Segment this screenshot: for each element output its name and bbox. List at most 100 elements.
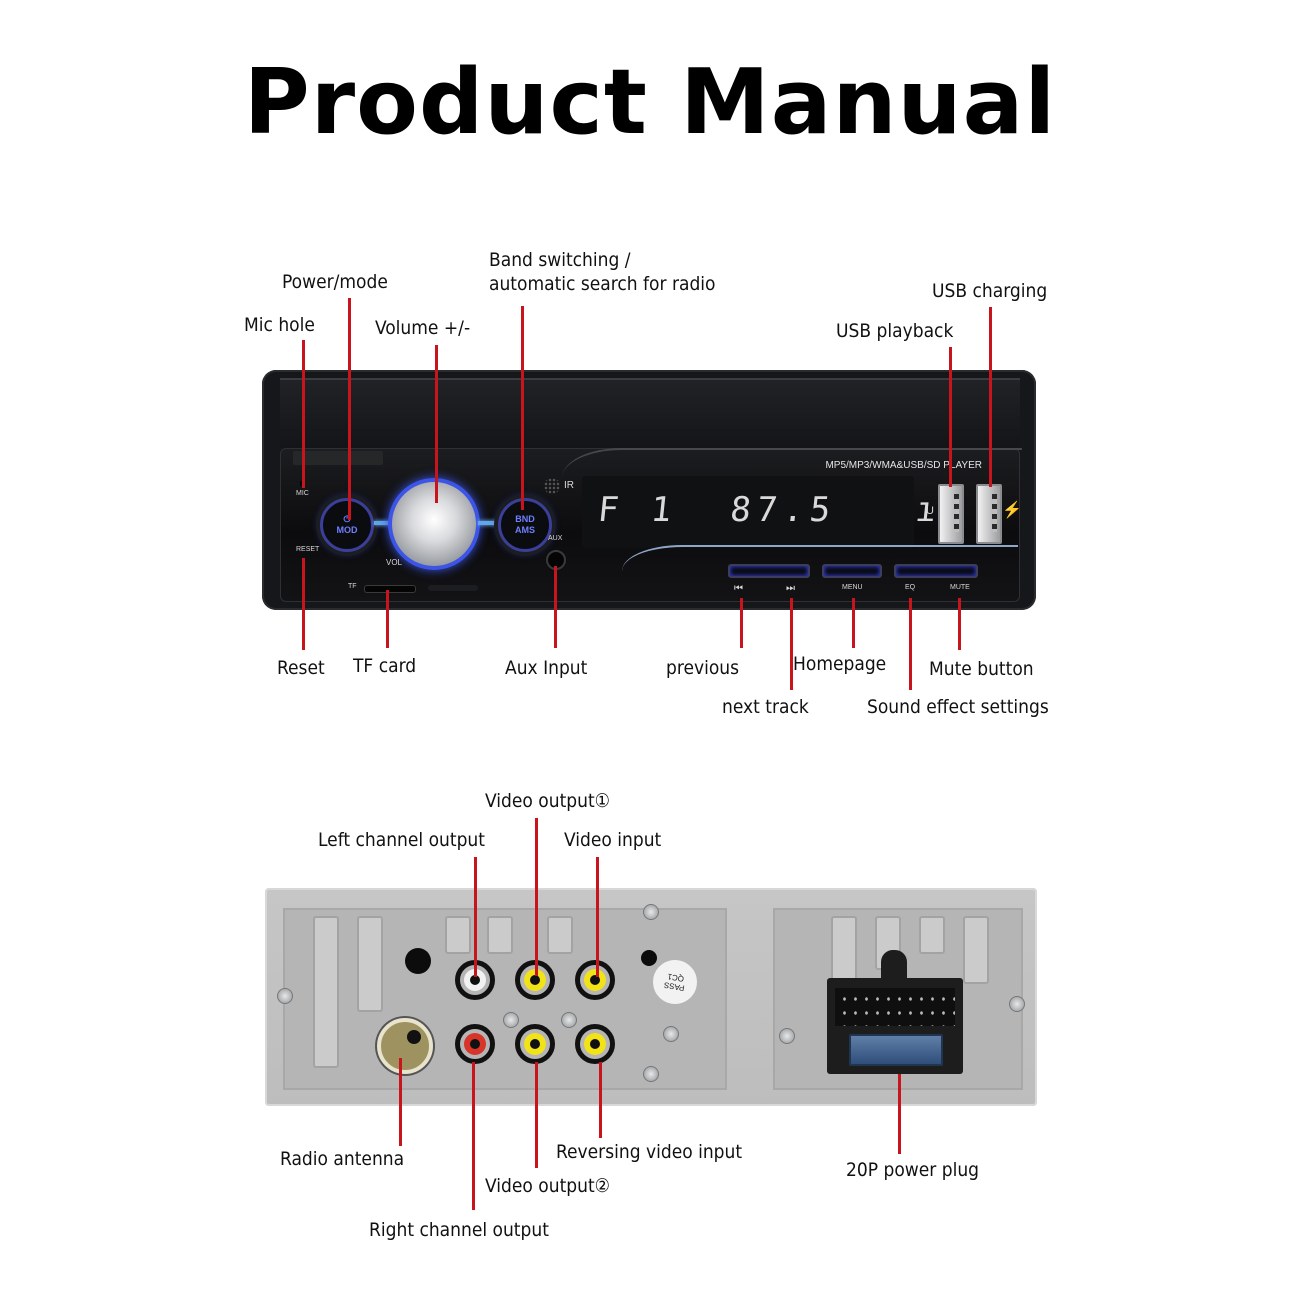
leader-menu [852, 598, 855, 648]
leader-reversing-video [599, 1062, 602, 1138]
radio-antenna-jack[interactable] [377, 1018, 433, 1074]
heatsink-fin [831, 916, 857, 984]
reset-text: RESET [296, 546, 320, 553]
rca-reversing-video-input[interactable] [575, 1024, 615, 1064]
front-slot [293, 451, 383, 465]
previous-icon: ⏮ [734, 583, 743, 594]
leader-video-output-1 [535, 818, 538, 976]
leader-20p-power-plug [898, 1074, 901, 1154]
label-video-input: Video input [564, 829, 662, 851]
rca-right-channel[interactable] [455, 1024, 495, 1064]
mount-hole [641, 950, 657, 966]
leader-eq [909, 598, 912, 690]
label-20p-power-plug: 20P power plug [846, 1159, 980, 1181]
label-left-channel-output: Left channel output [318, 829, 485, 851]
label-radio-antenna: Radio antenna [280, 1148, 405, 1170]
eq-mute-button[interactable] [894, 564, 978, 578]
label-band-switching-2: automatic search for radio [489, 273, 716, 295]
screw [643, 1066, 659, 1082]
bnd-ams-button[interactable]: BND AMS [498, 498, 552, 552]
heatsink-fin [313, 916, 339, 1068]
20p-power-connector[interactable] [827, 950, 963, 1074]
rca-video-output-2[interactable] [515, 1024, 555, 1064]
player-label: MP5/MP3/WMA&USB/SD PLAYER [825, 460, 982, 471]
label-tf-card: TF card [353, 655, 417, 677]
leader-mute [958, 598, 961, 650]
label-aux-input: Aux Input [505, 657, 588, 679]
rear-panel: PASS QC1 [265, 888, 1037, 1106]
label-homepage: Homepage [793, 653, 887, 675]
screw [779, 1028, 795, 1044]
screw [503, 1012, 519, 1028]
tf-text: TF [348, 583, 357, 590]
fuse [849, 1034, 943, 1066]
heatsink-fin [547, 916, 573, 954]
light-bar-left [374, 521, 390, 525]
page-title: Product Manual [243, 50, 1057, 155]
mount-hole [405, 948, 431, 974]
menu-button[interactable] [822, 564, 882, 578]
volume-knob[interactable] [388, 478, 480, 570]
leader-next [790, 598, 793, 690]
bnd-text: BND [515, 514, 535, 524]
label-next-track: next track [722, 696, 809, 718]
prev-next-button[interactable] [728, 564, 810, 578]
leader-usb-playback [949, 347, 952, 487]
eq-text: EQ [905, 584, 916, 591]
front-top-band [280, 378, 1020, 448]
screw [663, 1026, 679, 1042]
ams-text: AMS [515, 525, 535, 535]
leader-band [521, 306, 524, 510]
leader-previous [740, 598, 743, 648]
heatsink-fin [487, 916, 513, 954]
label-usb-charging: USB charging [932, 280, 1048, 302]
ir-sensor-icon [544, 478, 560, 494]
label-reversing-video-input: Reversing video input [556, 1141, 743, 1163]
usb-u-text: U [926, 505, 934, 517]
label-band-switching-1: Band switching / [489, 249, 631, 271]
vol-text: VOL [386, 558, 403, 567]
lcd-display: F 1 87.5 ı [582, 476, 944, 548]
leader-tf [386, 590, 389, 648]
menu-text: MENU [842, 584, 863, 591]
label-video-output-2: Video output② [485, 1175, 610, 1197]
rca-video-input[interactable] [575, 960, 615, 1000]
panel-swoosh [622, 545, 1018, 577]
aux-text: AUX [548, 535, 563, 542]
front-panel: MIC RESET ⏻ MOD VOL BND AMS IR AUX F 1 8… [262, 370, 1036, 610]
usb-charging-port[interactable] [976, 484, 1002, 544]
label-mic-hole: Mic hole [244, 314, 315, 336]
leader-radio-antenna [399, 1058, 402, 1146]
leader-usb-charging [989, 307, 992, 487]
charging-bolt-icon: ⚡ [1002, 502, 1022, 519]
leader-video-input [596, 857, 599, 977]
power-icon: ⏻ [343, 514, 351, 524]
leader-reset [302, 558, 305, 650]
front-curve [562, 448, 1022, 490]
screw [561, 1012, 577, 1028]
leader-aux [554, 566, 557, 648]
leader-mic [302, 340, 305, 488]
usb-playback-port[interactable] [938, 484, 964, 544]
tf-card-slot[interactable] [364, 585, 416, 593]
screw [1009, 996, 1025, 1012]
light-bar-right [478, 521, 500, 525]
leader-right-channel [472, 1062, 475, 1210]
label-reset: Reset [277, 657, 325, 679]
label-power-mode: Power/mode [282, 271, 388, 293]
screw [643, 904, 659, 920]
connector-pins [835, 988, 955, 1026]
label-mute-button: Mute button [929, 658, 1034, 680]
label-volume: Volume +/- [375, 317, 471, 339]
mod-button[interactable]: ⏻ MOD [320, 498, 374, 552]
mod-text: MOD [336, 525, 358, 535]
label-right-channel-output: Right channel output [369, 1219, 549, 1241]
heatsink-fin [445, 916, 471, 954]
leader-video-output-2 [535, 1062, 538, 1168]
dummy-slot [428, 585, 478, 591]
leader-power [348, 298, 351, 520]
label-previous: previous [666, 657, 740, 679]
heatsink-fin [357, 916, 383, 1012]
leader-volume [435, 345, 438, 503]
leader-left-channel [474, 857, 477, 977]
